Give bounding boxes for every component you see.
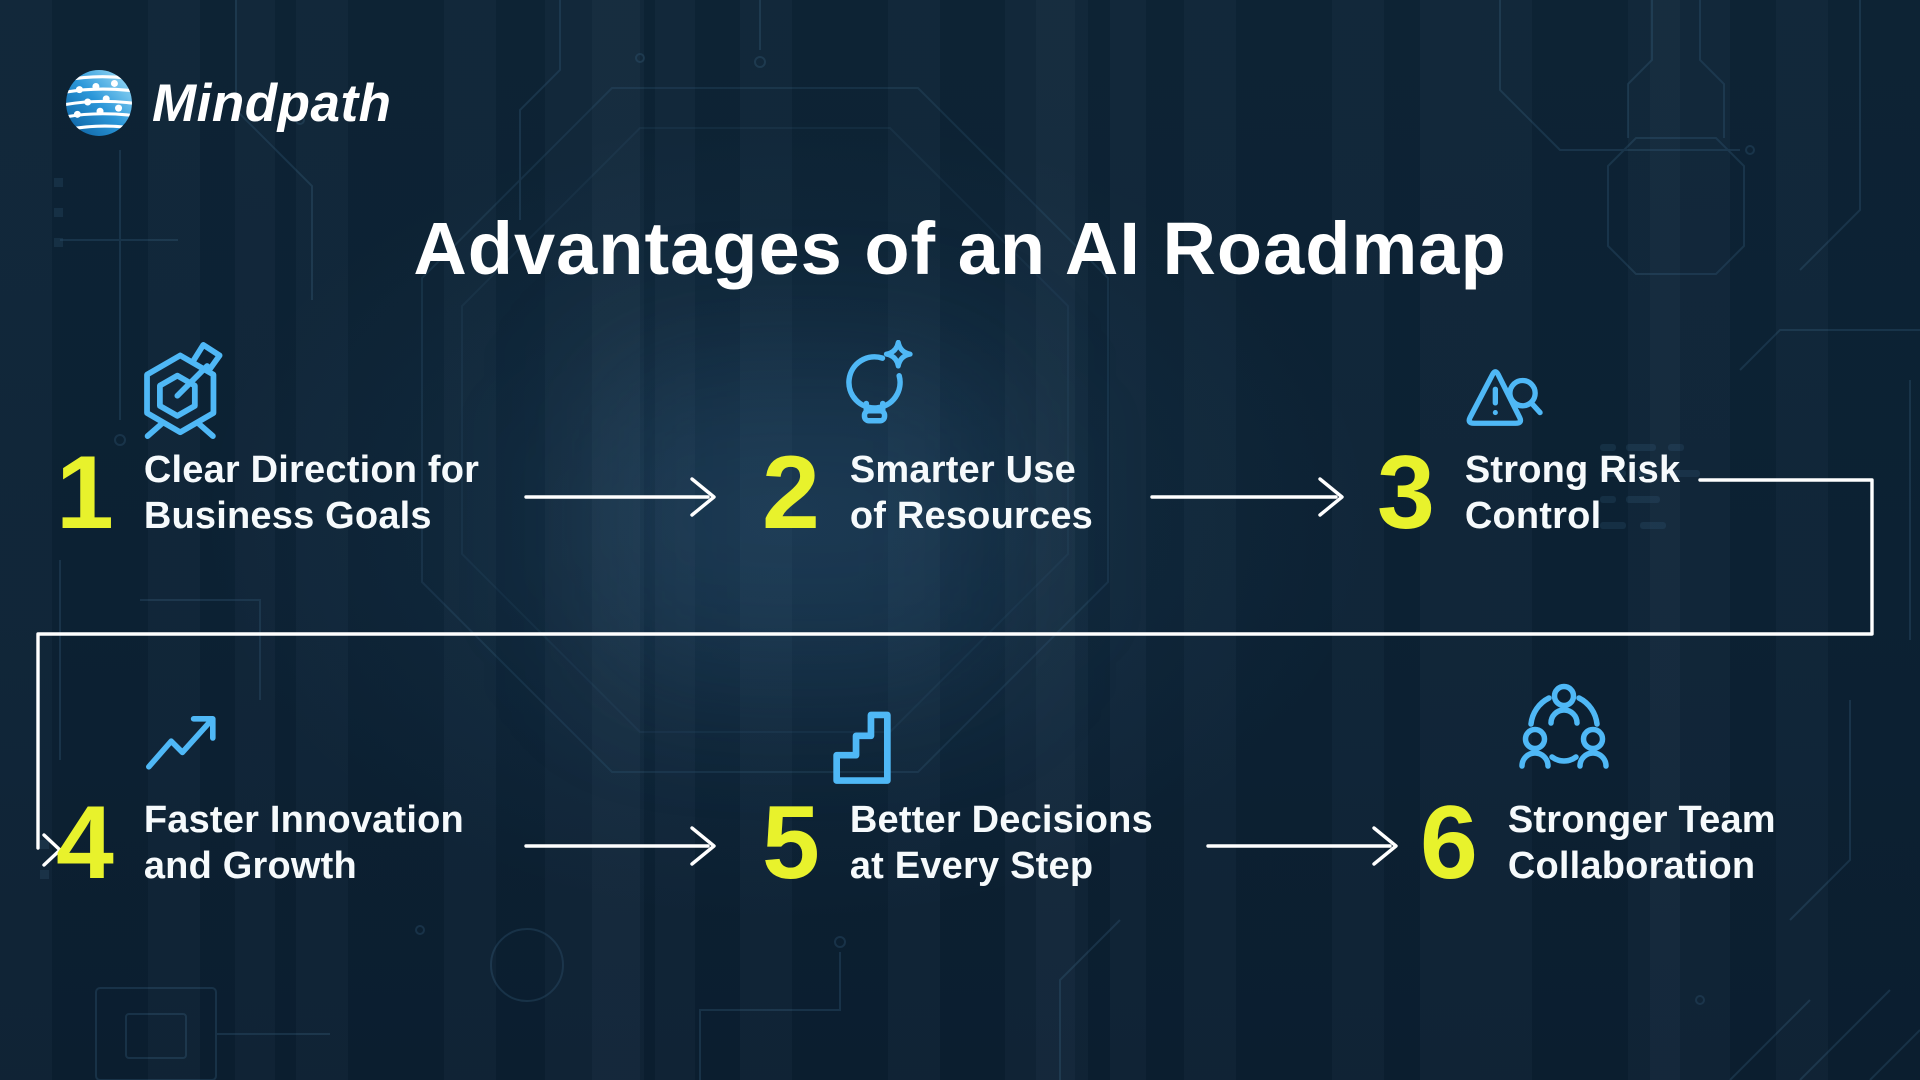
arrow-4-to-5 <box>524 826 716 866</box>
warning-magnifier-icon <box>1462 364 1552 432</box>
step-label: Better Decisions at Every Step <box>849 799 1153 888</box>
arrow-1-to-2 <box>524 477 716 517</box>
step-1: 1 Clear Direction for Business Goals <box>56 435 480 551</box>
step-number: 5 <box>762 785 820 901</box>
step-number: 2 <box>762 435 820 551</box>
lightbulb-sparkle-icon <box>838 340 922 434</box>
step-label: Faster Innovation and Growth <box>143 799 464 888</box>
step-2: 2 Smarter Use of Resources <box>762 435 1093 551</box>
step-6: 6 Stronger Team Collaboration <box>1420 785 1776 901</box>
step-label: Clear Direction for Business Goals <box>143 449 480 538</box>
team-collaboration-icon <box>1514 682 1614 782</box>
step-number: 3 <box>1377 435 1435 551</box>
step-label: Stronger Team Collaboration <box>1507 799 1776 888</box>
step-3: 3 Strong Risk Control <box>1377 435 1681 551</box>
arrow-2-to-3 <box>1150 477 1344 517</box>
step-number: 6 <box>1420 785 1478 901</box>
step-label: Smarter Use of Resources <box>849 449 1093 538</box>
step-5: 5 Better Decisions at Every Step <box>762 785 1153 901</box>
brand-name: Mindpath <box>152 73 392 133</box>
hexagon-target-dart-icon <box>138 340 234 440</box>
step-4: 4 Faster Innovation and Growth <box>56 785 464 901</box>
arrow-5-to-6 <box>1206 826 1398 866</box>
brand-logo: Mindpath <box>64 68 392 138</box>
step-number: 4 <box>56 785 114 901</box>
step-label: Strong Risk Control <box>1464 449 1681 538</box>
step-number: 1 <box>56 435 114 551</box>
stairs-icon <box>826 706 898 788</box>
page-title: Advantages of an AI Roadmap <box>413 207 1507 290</box>
globe-circuit-icon <box>66 70 132 136</box>
growth-arrow-icon <box>144 712 224 772</box>
